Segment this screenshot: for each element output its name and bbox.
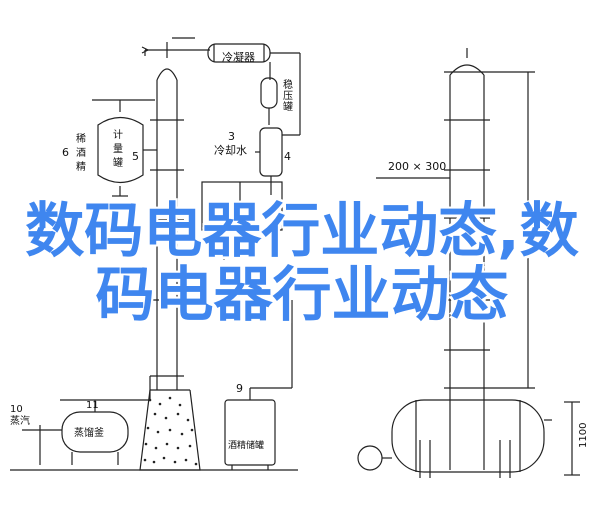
label-stabilizer-3: 罐 — [283, 100, 293, 113]
label-dim-1100: 1100 — [578, 423, 589, 448]
labels: 冷凝器 稳 压 罐 3 冷却水 4 6 稀 酒 精 计 量 罐 5 7 9 酒精… — [10, 50, 589, 451]
alcohol-tank — [224, 300, 293, 470]
label-num-7: 7 — [266, 286, 273, 299]
label-stabilizer-1: 稳 — [283, 78, 293, 91]
label-num-9: 9 — [236, 382, 243, 395]
metering-tank — [92, 99, 157, 197]
overlay-headline-line1: 数码电器行业动态,数 — [25, 196, 579, 265]
label-steam-kettle: 蒸馏釜 — [74, 426, 104, 439]
label-cold-receiver-num: 4 — [284, 150, 291, 163]
right-column — [376, 48, 535, 470]
distillation-column — [139, 42, 201, 471]
label-steam: 蒸汽 — [10, 414, 30, 427]
horizontal-vessel — [357, 399, 580, 478]
label-cooling-water: 冷却水 — [214, 144, 247, 157]
label-dilute-3: 精 — [76, 160, 86, 173]
label-cooling-water-num: 3 — [228, 130, 235, 143]
label-kettle-num: 11 — [86, 400, 99, 411]
label-metering-num: 5 — [132, 150, 139, 163]
condenser — [207, 43, 301, 135]
label-condenser: 冷凝器 — [222, 50, 255, 64]
label-alcohol-tank: 酒精储罐 — [228, 439, 264, 451]
label-metering-2: 量 — [113, 143, 123, 155]
steam-kettle — [22, 376, 151, 465]
label-metering-3: 罐 — [113, 156, 123, 169]
packing-dots — [143, 396, 198, 466]
label-dilute-1: 稀 — [76, 132, 86, 145]
label-steam-num: 10 — [10, 404, 23, 415]
cold-receiver — [255, 127, 300, 195]
label-dim-200: 200 × 300 — [388, 160, 446, 173]
level-gauge-assembly — [201, 181, 283, 260]
label-dilute-2: 酒 — [76, 147, 86, 159]
label-dilute-num: 6 — [62, 146, 69, 159]
stabilizer — [260, 77, 278, 125]
overlay-headline-line2: 码电器行业动态 — [95, 260, 509, 329]
label-metering-1: 计 — [113, 128, 123, 141]
vapor-line — [141, 37, 210, 56]
label-stabilizer-2: 压 — [283, 90, 293, 102]
